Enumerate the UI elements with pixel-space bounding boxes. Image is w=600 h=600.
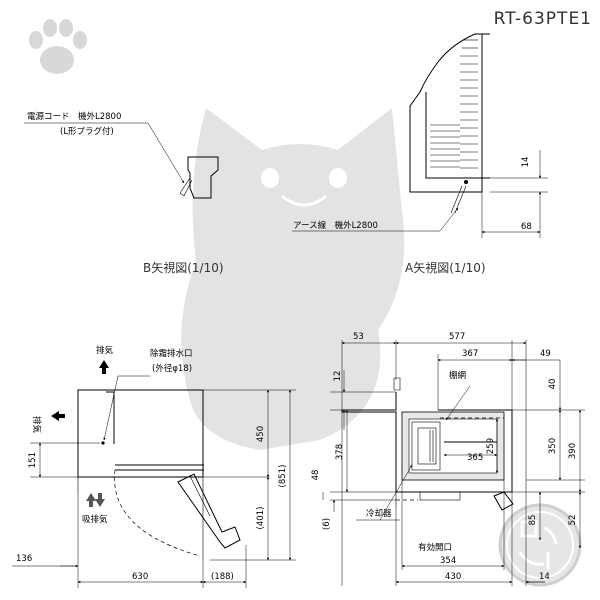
exhaust-up-arrow-icon <box>99 360 109 374</box>
view-a-title: A矢視図(1/10) <box>405 260 486 275</box>
side-vent-detail: 14 68 アース線 機外L2800 <box>292 33 548 238</box>
dim-48: 48 <box>311 470 321 481</box>
dim-430: 430 <box>445 572 461 582</box>
dim-450: 450 <box>256 426 266 442</box>
dim-378: 378 <box>335 444 345 460</box>
dim-68: 68 <box>521 222 532 232</box>
model-name: RT-63PTE1 <box>494 9 592 29</box>
earth-wire-label: アース線 機外L2800 <box>293 220 378 231</box>
dim-14-bottom: 14 <box>539 572 550 582</box>
dim-390: 390 <box>568 443 578 459</box>
opening-label: 有効開口 <box>418 542 452 553</box>
dim-259: 259 <box>486 438 496 454</box>
dim-14-top: 14 <box>521 157 531 168</box>
paw-print-icon <box>29 19 87 74</box>
intake-exhaust-label: 吸排気 <box>82 514 108 525</box>
dim-40: 40 <box>548 379 558 390</box>
dim-49: 49 <box>540 349 551 359</box>
dim-577: 577 <box>449 332 465 342</box>
intake-exhaust-arrows-icon <box>86 493 105 507</box>
dim-136: 136 <box>16 554 32 564</box>
cat-silhouette-watermark <box>181 108 405 450</box>
exhaust-side-label: 排気 <box>31 416 42 434</box>
shelf-net-label: 棚網 <box>449 370 466 381</box>
dim-350: 350 <box>548 438 558 454</box>
drain-dia-label: (外径φ18) <box>152 363 192 374</box>
exhaust-top-label: 排気 <box>96 345 114 356</box>
dim-53: 53 <box>353 332 364 342</box>
dim-6: (6) <box>322 518 332 530</box>
dim-12: 12 <box>333 371 343 382</box>
dim-52: 52 <box>568 515 578 526</box>
dim-630: 630 <box>132 572 148 582</box>
dim-367: 367 <box>462 349 478 359</box>
view-b-drawing: 除霜排水口 (外径φ18) 排気 排気 吸排気 450 (851) (401) … <box>12 345 296 588</box>
dim-851: (851) <box>278 465 288 488</box>
power-cord-plug-label: (L形プラグ付) <box>60 126 114 137</box>
drain-label: 除霜排水口 <box>150 348 193 359</box>
exhaust-left-arrow-icon <box>51 411 65 421</box>
power-cord-label: 電源コード 機外L2800 <box>27 111 121 122</box>
cooler-label: 冷却器 <box>366 508 392 519</box>
dim-188: (188) <box>211 572 234 582</box>
view-a-drawing: 棚網 53 577 367 49 12 378 48 ( <box>311 332 585 586</box>
dim-151: 151 <box>28 452 38 468</box>
power-cord-detail: 電源コード 機外L2800 (L形プラグ付) <box>24 111 219 199</box>
dim-365: 365 <box>467 453 483 463</box>
dim-354: 354 <box>440 556 456 566</box>
view-b-title: B矢視図(1/10) <box>143 260 224 275</box>
dim-401: (401) <box>256 507 266 530</box>
dim-85: 85 <box>528 515 538 526</box>
